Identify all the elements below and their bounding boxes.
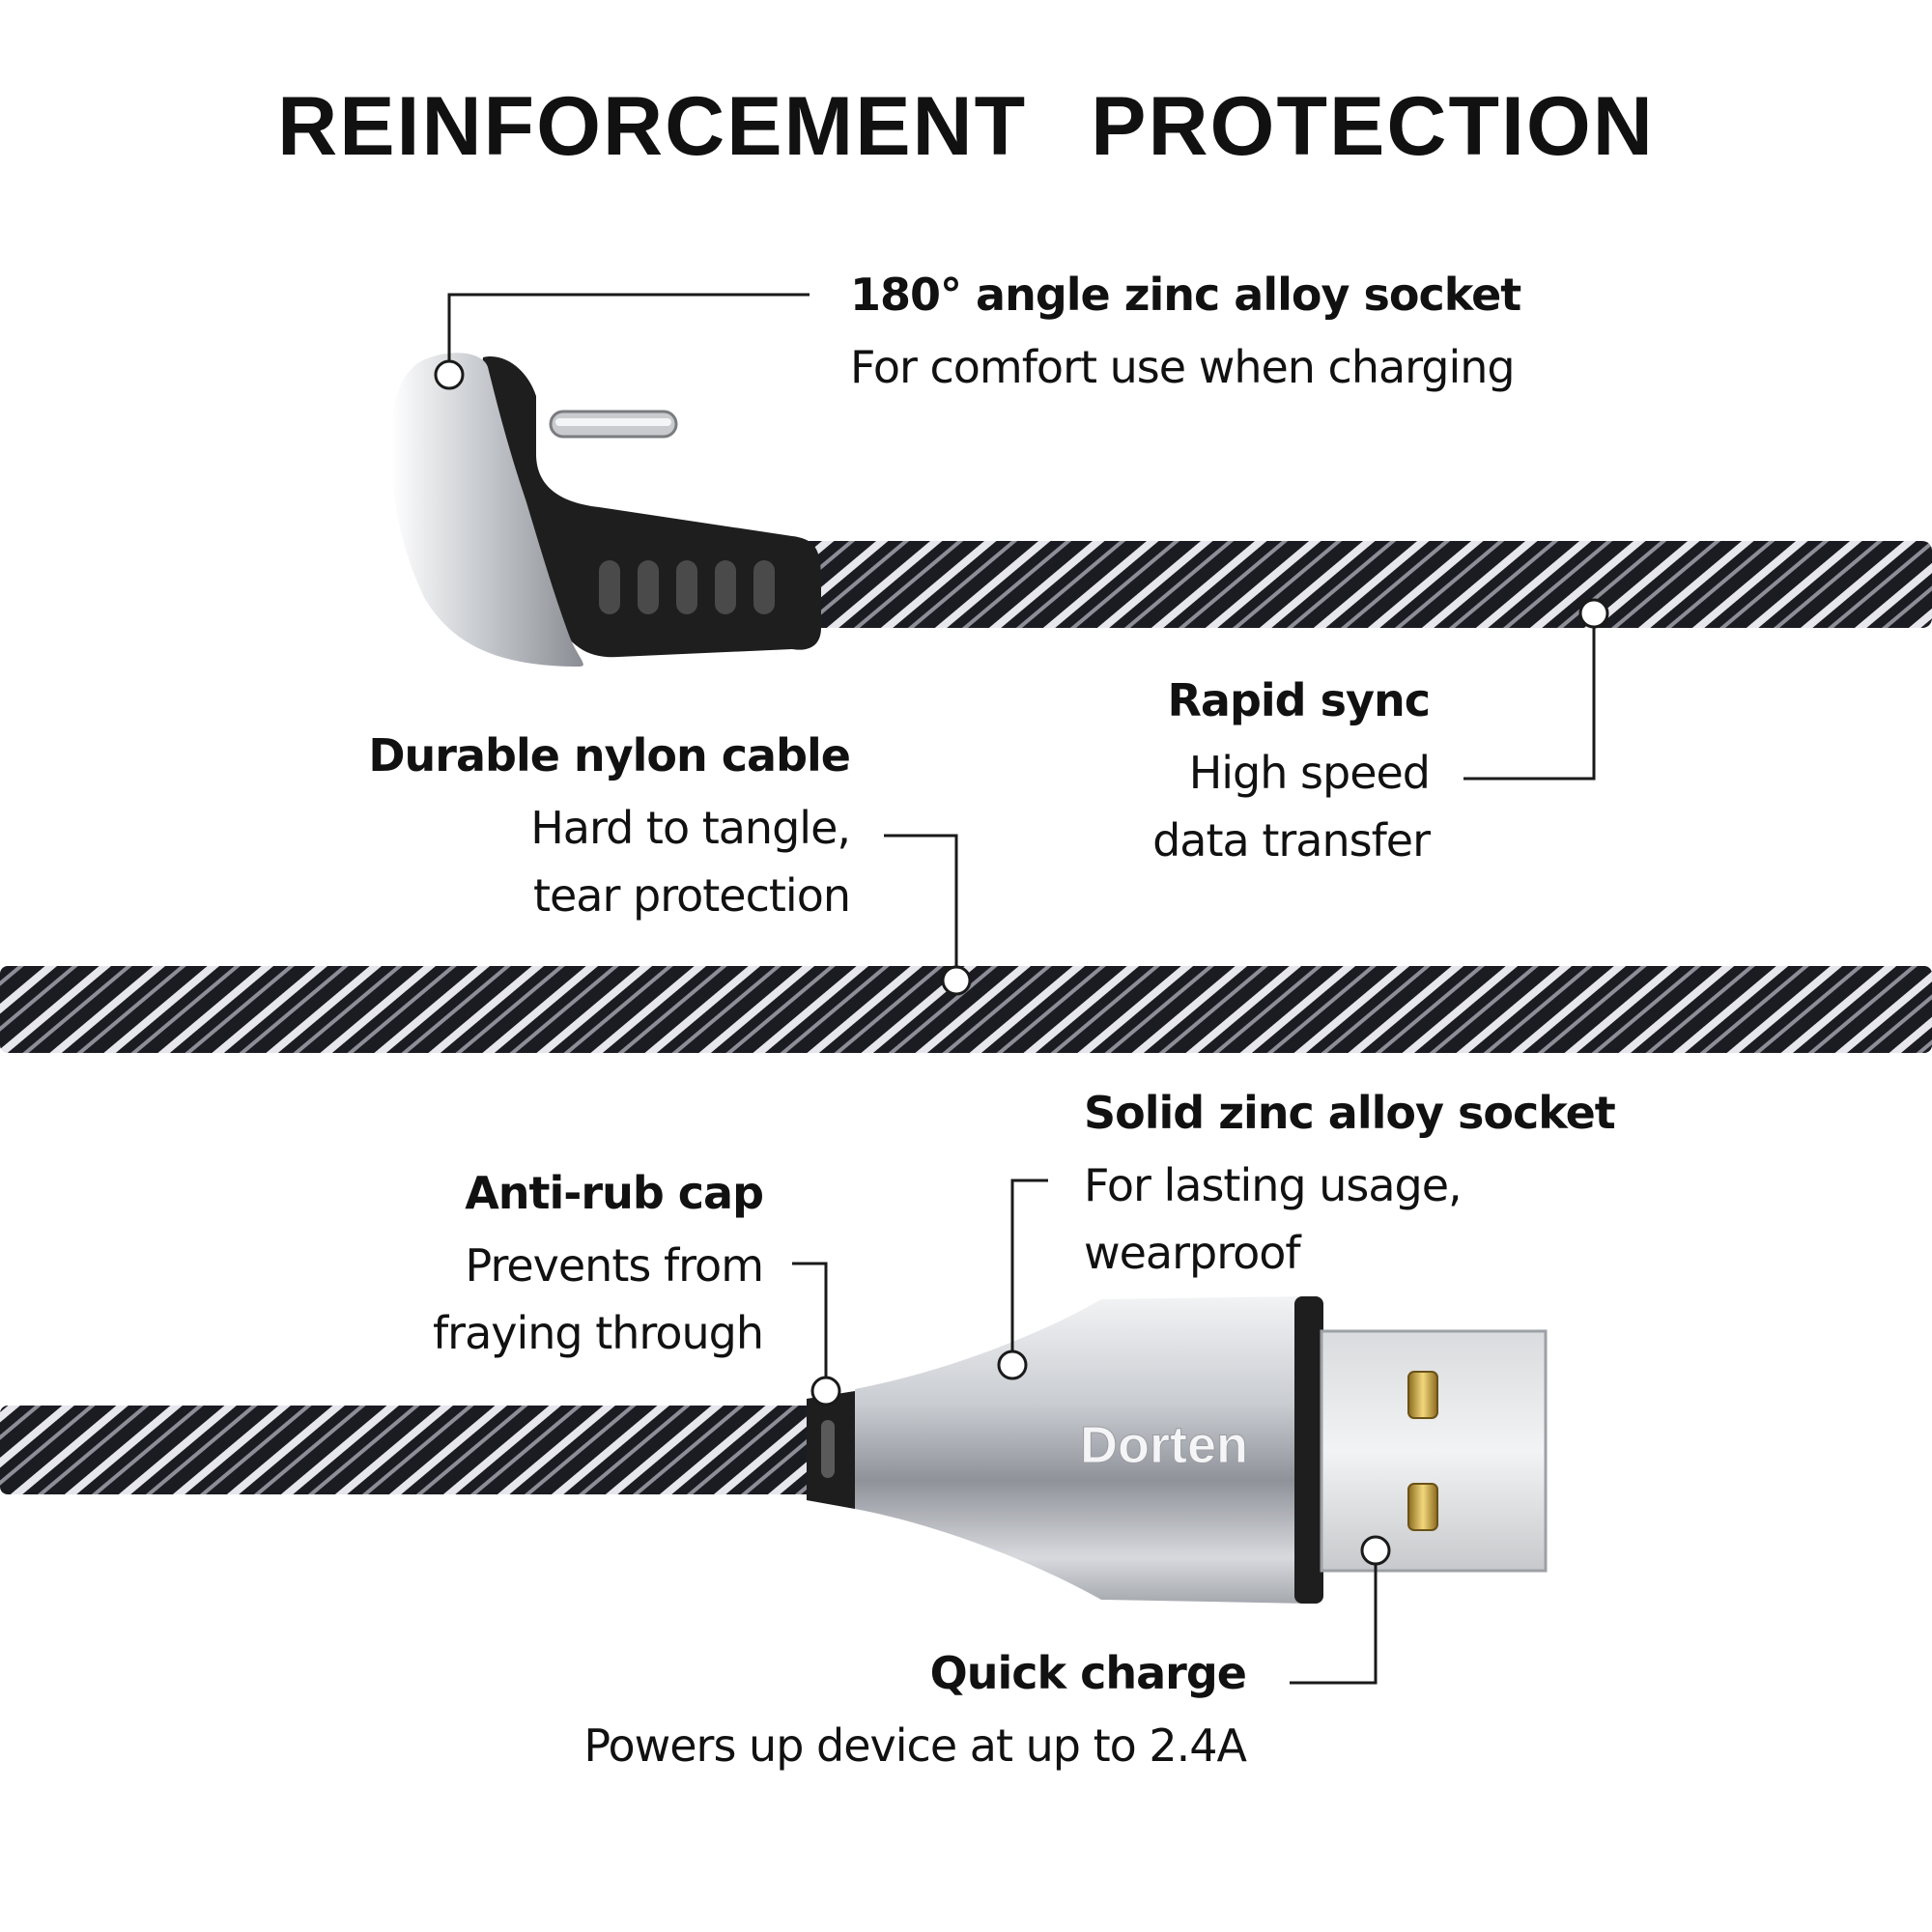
usb-a-connector-cable: Dorten bbox=[0, 1296, 1548, 1604]
callout-text: Powers up device at up to 2.4A bbox=[583, 1719, 1247, 1772]
leader-lines bbox=[447, 293, 1596, 1685]
dot-nylon-cable bbox=[941, 965, 972, 996]
dot-rapid-sync bbox=[1578, 598, 1609, 629]
callout-text: wearproof bbox=[1084, 1227, 1301, 1279]
middle-braided-cable bbox=[0, 966, 1932, 1053]
top-braided-cable bbox=[792, 541, 1932, 628]
callout-text: fraying through bbox=[432, 1307, 764, 1359]
bottom-braided-cable bbox=[0, 1406, 831, 1494]
brand-logo: Dorten bbox=[1080, 1416, 1248, 1474]
callout-heading: Rapid sync bbox=[1167, 674, 1431, 726]
dot-anti-rub bbox=[810, 1376, 841, 1406]
callout-text: data transfer bbox=[1152, 814, 1431, 867]
dot-angle-socket bbox=[434, 359, 465, 390]
callout-text: Prevents from bbox=[465, 1239, 764, 1292]
grip-slots bbox=[599, 560, 775, 614]
callout-text: tear protection bbox=[532, 869, 851, 922]
callout-heading: Durable nylon cable bbox=[368, 729, 851, 781]
dot-solid-socket bbox=[997, 1350, 1028, 1380]
callout-text: High speed bbox=[1188, 747, 1431, 799]
callout-text: For lasting usage, bbox=[1084, 1159, 1463, 1211]
callout-text: Hard to tangle, bbox=[530, 802, 851, 854]
angled-connector-metal-shell bbox=[390, 353, 583, 667]
callout-heading: Anti-rub cap bbox=[465, 1167, 764, 1219]
callout-heading: Solid zinc alloy socket bbox=[1084, 1087, 1616, 1139]
usb-a-plug bbox=[1320, 1329, 1548, 1573]
angled-connector-rubber bbox=[481, 356, 821, 658]
dot-quick-charge bbox=[1360, 1535, 1391, 1566]
page-title: REINFORCEMENT PROTECTION bbox=[277, 80, 1655, 173]
callout-heading: Quick charge bbox=[929, 1647, 1247, 1699]
zinc-alloy-body bbox=[855, 1296, 1309, 1604]
callout-text: For comfort use when charging bbox=[850, 341, 1516, 393]
callout-dots bbox=[434, 359, 1609, 1566]
angled-connector-cable bbox=[390, 353, 1932, 667]
callout-heading: 180° angle zinc alloy socket bbox=[850, 269, 1521, 321]
